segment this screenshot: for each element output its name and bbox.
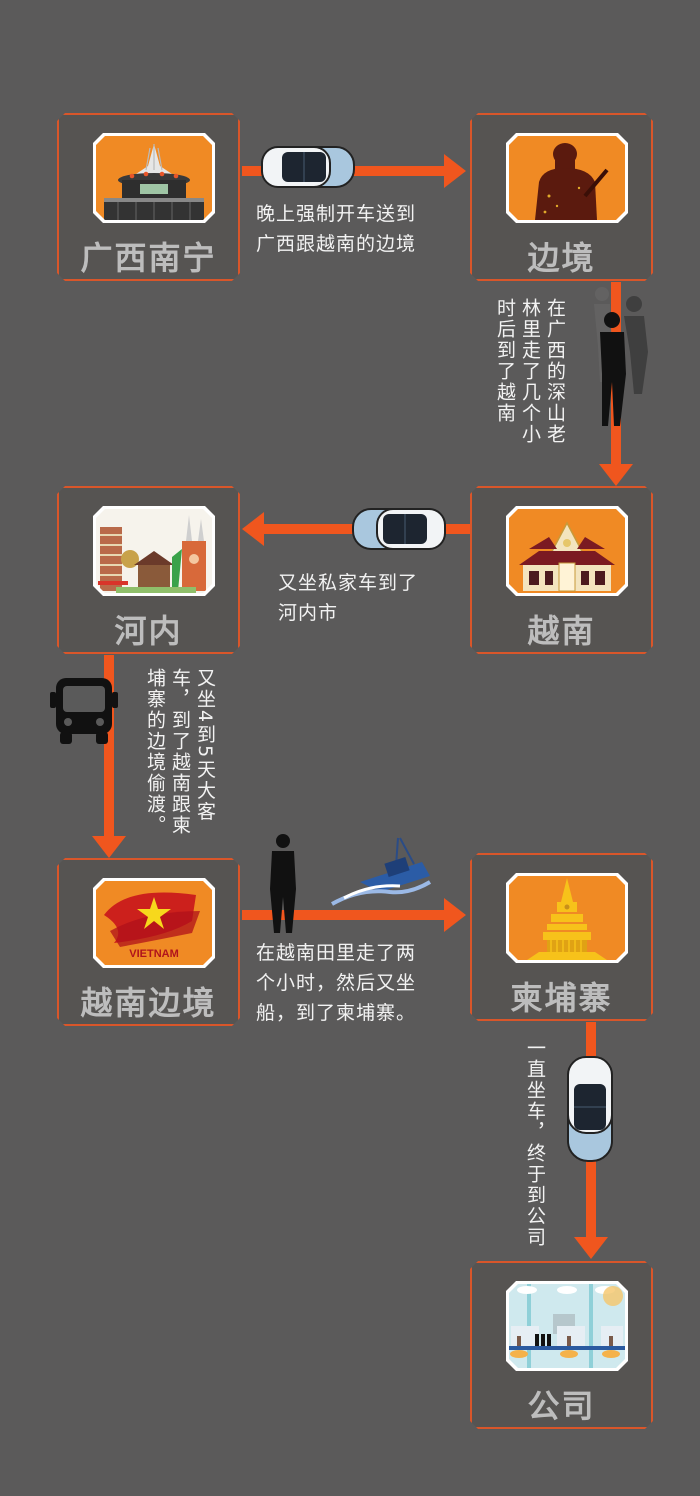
vietnam-flag-icon: VIETNAM bbox=[96, 881, 212, 965]
picture-frame bbox=[93, 506, 215, 596]
picture-frame bbox=[506, 133, 628, 223]
caption-column: 林里走了几个小 bbox=[519, 298, 541, 445]
caption-column: 一直坐车，终于到公司 bbox=[524, 1038, 546, 1248]
step-caption-vertical: 一直坐车，终于到公司 bbox=[522, 1038, 547, 1258]
picture-frame bbox=[506, 506, 628, 596]
arrow-down-icon bbox=[599, 464, 633, 486]
node-vietnam: 越南 bbox=[470, 486, 653, 654]
node-border: 边境 bbox=[470, 113, 653, 281]
caption-column: 时后到了越南 bbox=[494, 298, 516, 424]
svg-text:VIETNAM: VIETNAM bbox=[129, 948, 179, 960]
node-company: 公司 bbox=[470, 1261, 653, 1429]
node-cambodia: 柬埔寨 bbox=[470, 853, 653, 1021]
vietnamese-temple-icon bbox=[509, 509, 625, 593]
arrow-down-icon bbox=[574, 1237, 608, 1259]
picture-frame: VIETNAM bbox=[93, 878, 215, 968]
office-interior-icon bbox=[509, 1284, 625, 1368]
picture-frame bbox=[506, 1281, 628, 1371]
step-caption: 又坐私家车到了 河内市 bbox=[278, 568, 418, 628]
caption-column: 又坐4到5天大客 bbox=[194, 668, 216, 823]
car-icon bbox=[261, 146, 355, 188]
caption-line: 广西跟越南的边境 bbox=[256, 233, 417, 255]
node-vietnam-border: VIETNAM 越南边境 bbox=[57, 858, 240, 1026]
nanning-stadium-icon bbox=[96, 136, 212, 220]
node-label: 柬埔寨 bbox=[510, 979, 613, 1017]
node-label: 河内 bbox=[114, 612, 183, 650]
pagoda-stupa-icon bbox=[509, 876, 625, 960]
caption-line: 河内市 bbox=[278, 602, 339, 624]
connector-vietnam-border-to-cambodia bbox=[242, 910, 448, 920]
caption-column: 埔寨的边境偷渡。 bbox=[144, 668, 166, 836]
arrow-left-icon bbox=[242, 512, 264, 546]
step-caption-vertical: 又坐4到5天大客 车，到了越南跟柬 埔寨的边境偷渡。 bbox=[142, 668, 217, 858]
node-label: 边境 bbox=[527, 239, 596, 277]
node-hanoi: 河内 bbox=[57, 486, 240, 654]
caption-line: 船，到了柬埔寨。 bbox=[256, 1002, 417, 1024]
car-icon bbox=[352, 508, 446, 550]
node-label: 越南边境 bbox=[80, 984, 217, 1022]
node-label: 越南 bbox=[527, 612, 596, 650]
node-nanning: 广西南宁 bbox=[57, 113, 240, 281]
caption-line: 晚上强制开车送到 bbox=[256, 203, 417, 225]
caption-line: 个小时，然后又坐 bbox=[256, 972, 417, 994]
node-label: 广西南宁 bbox=[80, 239, 217, 277]
step-caption-vertical: 在广西的深山老 林里走了几个小 时后到了越南 bbox=[492, 298, 567, 488]
walking-person-icon bbox=[270, 834, 296, 933]
caption-column: 在广西的深山老 bbox=[544, 298, 566, 445]
soldier-silhouette-icon bbox=[509, 136, 625, 220]
picture-frame bbox=[93, 133, 215, 223]
node-label: 公司 bbox=[527, 1387, 596, 1425]
caption-column: 车，到了越南跟柬 bbox=[169, 668, 191, 836]
picture-frame bbox=[506, 873, 628, 963]
caption-line: 在越南田里走了两 bbox=[256, 942, 417, 964]
hanoi-landmarks-icon bbox=[96, 509, 212, 593]
arrow-down-icon bbox=[92, 836, 126, 858]
arrow-right-icon bbox=[444, 154, 466, 188]
caption-line: 又坐私家车到了 bbox=[278, 572, 419, 594]
walking-people-icon bbox=[594, 287, 648, 426]
connector-hanoi-to-vietnam-border bbox=[104, 655, 114, 839]
car-icon bbox=[567, 1056, 613, 1162]
bus-icon bbox=[50, 678, 118, 744]
step-caption: 在越南田里走了两 个小时，然后又坐 船，到了柬埔寨。 bbox=[256, 938, 416, 1028]
arrow-right-icon bbox=[444, 898, 466, 932]
step-caption: 晚上强制开车送到 广西跟越南的边境 bbox=[256, 199, 416, 259]
boat-icon bbox=[331, 837, 432, 906]
